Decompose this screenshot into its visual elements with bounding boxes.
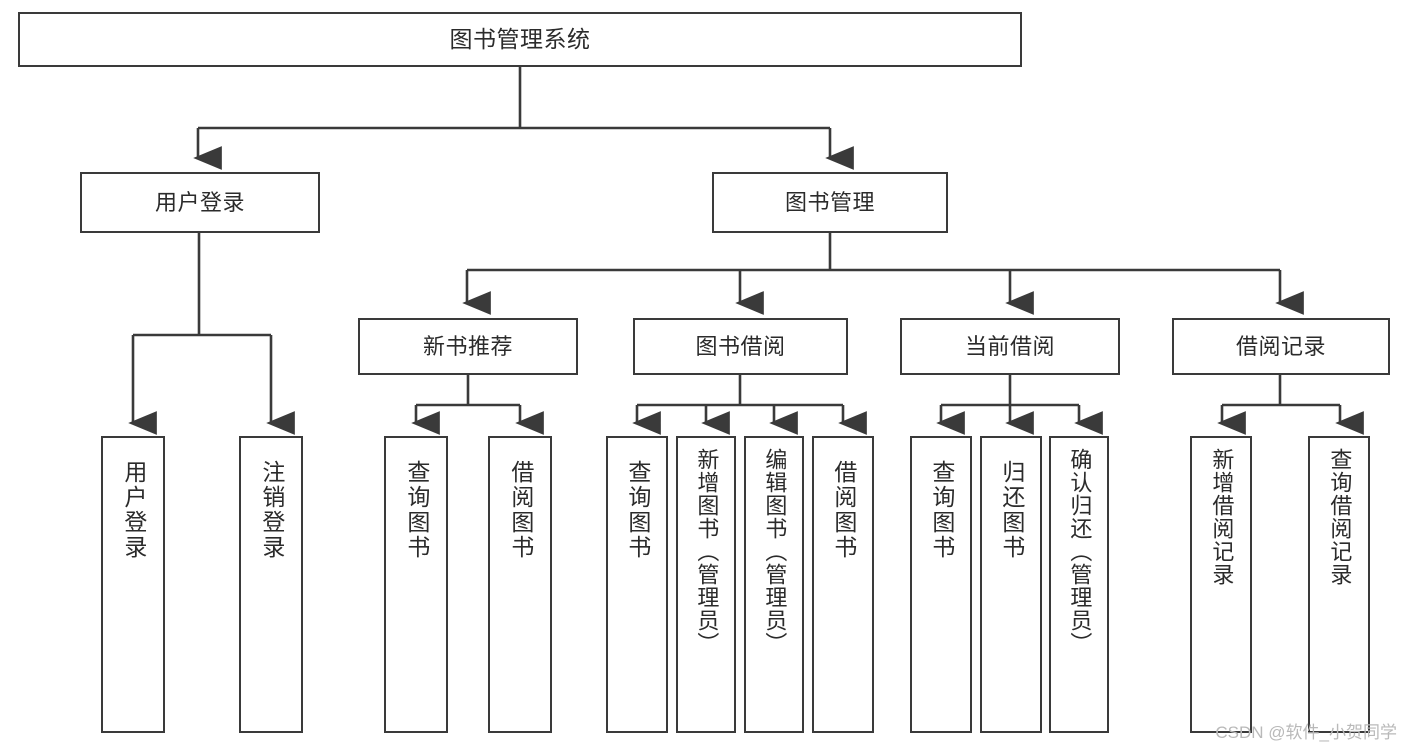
node-label: 图书借阅 [695, 333, 786, 359]
node-label: 新书推荐 [422, 333, 513, 359]
leaf-return-book[interactable]: 归还图书 [980, 436, 1042, 733]
node-label: 查询图书 [403, 460, 430, 560]
node-user-login[interactable]: 用户登录 [80, 172, 320, 233]
node-label: 确认归还（管理员） [1067, 448, 1093, 655]
node-label: 新增图书（管理员） [694, 448, 720, 655]
node-label: 查询图书 [928, 460, 955, 560]
leaf-user-login[interactable]: 用户登录 [101, 436, 165, 733]
node-current-borrow[interactable]: 当前借阅 [900, 318, 1120, 375]
node-label: 借阅记录 [1235, 333, 1326, 359]
node-label: 用户登录 [154, 189, 245, 215]
leaf-query-book-recommend[interactable]: 查询图书 [384, 436, 448, 733]
node-label: 图书管理系统 [449, 26, 591, 52]
node-label: 编辑图书（管理员） [762, 448, 788, 655]
node-borrow-record[interactable]: 借阅记录 [1172, 318, 1390, 375]
node-label: 新增借阅记录 [1209, 448, 1235, 586]
leaf-query-book-borrow[interactable]: 查询图书 [606, 436, 668, 733]
node-label: 当前借阅 [964, 333, 1055, 359]
node-label: 用户登录 [120, 460, 147, 560]
node-book-borrow[interactable]: 图书借阅 [633, 318, 848, 375]
leaf-edit-book-admin[interactable]: 编辑图书（管理员） [744, 436, 804, 733]
leaf-query-book-current[interactable]: 查询图书 [910, 436, 972, 733]
leaf-query-borrow-record[interactable]: 查询借阅记录 [1308, 436, 1370, 733]
leaf-logout-login[interactable]: 注销登录 [239, 436, 303, 733]
leaf-add-book-admin[interactable]: 新增图书（管理员） [676, 436, 736, 733]
node-book-management[interactable]: 图书管理 [712, 172, 948, 233]
node-label: 借阅图书 [507, 460, 534, 560]
node-label: 归还图书 [998, 460, 1025, 560]
node-label: 注销登录 [258, 460, 285, 560]
leaf-confirm-return-admin[interactable]: 确认归还（管理员） [1049, 436, 1109, 733]
leaf-borrow-book-recommend[interactable]: 借阅图书 [488, 436, 552, 733]
node-label: 借阅图书 [830, 460, 857, 560]
node-label: 查询图书 [624, 460, 651, 560]
node-label: 图书管理 [784, 189, 875, 215]
leaf-add-borrow-record[interactable]: 新增借阅记录 [1190, 436, 1252, 733]
node-label: 查询借阅记录 [1327, 448, 1353, 586]
leaf-borrow-book[interactable]: 借阅图书 [812, 436, 874, 733]
node-new-book-recommend[interactable]: 新书推荐 [358, 318, 578, 375]
csdn-watermark: CSDN @软件_小贺同学 [1215, 723, 1397, 742]
node-root-book-management-system[interactable]: 图书管理系统 [18, 12, 1022, 67]
